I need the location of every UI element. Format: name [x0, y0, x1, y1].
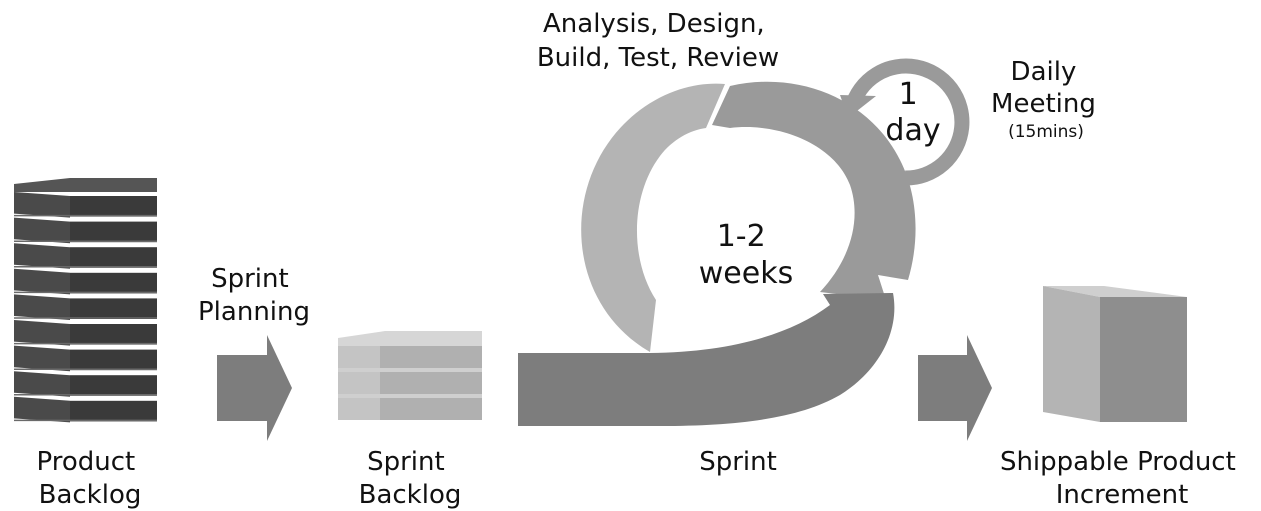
- shippable-product-cube: [1043, 286, 1187, 422]
- work-steps-label: Analysis, Design, Build, Test, Review: [537, 9, 779, 73]
- backlog-slab-front: [70, 324, 157, 345]
- product-backlog-stack: [14, 178, 157, 423]
- sprint-backlog-label: Sprint Backlog: [359, 447, 462, 510]
- backlog-slab-front: [70, 247, 157, 268]
- shippable-increment-label: Shippable Product Increment: [1000, 447, 1244, 510]
- backlog-slab-side: [14, 345, 70, 372]
- backlog-slab-side: [14, 243, 70, 269]
- sprint-backlog-stack: [338, 331, 482, 420]
- backlog-slab-front: [70, 375, 157, 396]
- cycle-length-label: 1-2 weeks: [699, 219, 793, 291]
- backlog-slab-side: [14, 217, 70, 244]
- backlog-slab-side: [14, 294, 70, 320]
- backlog-slab-front: [70, 196, 157, 217]
- shipping-arrow: [918, 335, 992, 441]
- work-arc-right: [712, 81, 916, 300]
- daily-meeting-label: Daily Meeting (15mins): [991, 57, 1101, 142]
- sprint-label: Sprint: [699, 447, 777, 477]
- backlog-slab-side: [14, 268, 70, 295]
- backlog-slab-side: [14, 192, 70, 218]
- backlog-slab-side: [14, 396, 70, 423]
- backlog-slab-side: [14, 371, 70, 397]
- sprint-cycle: [518, 81, 916, 426]
- daily-cycle-label: 1 day: [885, 77, 940, 148]
- daily-cycle-arrow: [840, 58, 970, 186]
- backlog-slab-front: [70, 221, 157, 243]
- sprint-planning-label: Sprint Planning: [198, 264, 310, 327]
- backlog-slab-front: [70, 349, 157, 371]
- sprint-planning-arrow: [217, 335, 292, 441]
- sprint-ribbon: [518, 293, 895, 426]
- backlog-slab-front: [70, 272, 157, 294]
- product-backlog-label: Product Backlog: [37, 447, 144, 510]
- backlog-slab-front: [70, 400, 157, 422]
- backlog-slab-front: [70, 298, 157, 319]
- work-arc-left: [581, 83, 725, 353]
- backlog-slab-side: [14, 320, 70, 346]
